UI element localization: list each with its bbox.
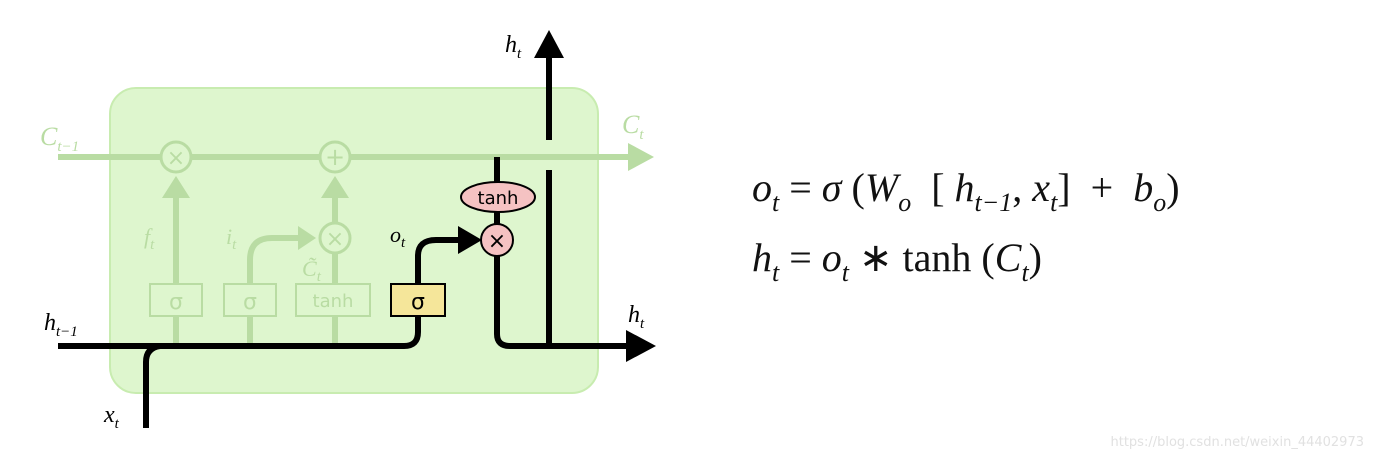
input-multiply-node <box>318 221 352 255</box>
input-gate-box <box>223 283 277 317</box>
candidate-gate-label: tanh <box>313 291 354 312</box>
output-multiply-symbol: × <box>488 229 506 254</box>
h-right-arrow <box>626 330 656 362</box>
output-gate-label: σ <box>411 290 425 315</box>
output-tanh-node <box>460 181 536 213</box>
label-f: ft <box>144 224 155 253</box>
faded-gate-wires <box>173 196 338 344</box>
cell-add-node <box>318 140 352 174</box>
input-gate-arrow <box>298 226 316 250</box>
label-o: ot <box>390 222 406 251</box>
label-c-next: Ct <box>622 110 644 143</box>
label-c-prev: Ct−1 <box>40 122 79 155</box>
lstm-output-gate-diagram: × + × σ σ tanh Ct−1 Ct ft it C̃t <box>40 30 656 432</box>
h-top-arrow <box>534 30 564 58</box>
equation-hidden-state: ht = ot ∗ tanh (Ct) <box>752 235 1042 287</box>
forget-multiply-symbol: × <box>167 146 185 171</box>
input-multiply-symbol: × <box>326 227 344 252</box>
forget-multiply-node <box>159 140 193 174</box>
input-gate-label: σ <box>243 290 257 315</box>
label-h-prev: ht−1 <box>44 310 78 340</box>
cell-add-symbol: + <box>325 143 345 171</box>
active-wires <box>58 56 630 428</box>
label-h-right: ht <box>628 302 645 332</box>
forget-gate-box <box>149 283 203 317</box>
candidate-gate-box <box>295 283 371 317</box>
output-tanh-label: tanh <box>478 188 519 209</box>
output-gate-arrow <box>458 226 482 254</box>
candidate-arrow <box>321 176 349 198</box>
equation-output-gate: ot = σ (Wo [ ht−1, xt] + bo) <box>752 165 1180 217</box>
output-multiply-node <box>480 223 514 257</box>
label-c-tilde: C̃t <box>302 256 322 285</box>
watermark-url: https://blog.csdn.net/weixin_44402973 <box>1110 435 1364 450</box>
label-x-in: xt <box>103 402 120 432</box>
forget-gate-arrow <box>162 176 190 198</box>
output-gate-box <box>390 283 446 317</box>
forget-gate-label: σ <box>169 290 183 315</box>
label-i: it <box>226 224 237 253</box>
cell-state-arrow-faded <box>628 143 654 171</box>
label-h-top: ht <box>505 32 522 62</box>
equations-block: ot = σ (Wo [ ht−1, xt] + bo) ht = ot ∗ t… <box>752 168 1180 308</box>
